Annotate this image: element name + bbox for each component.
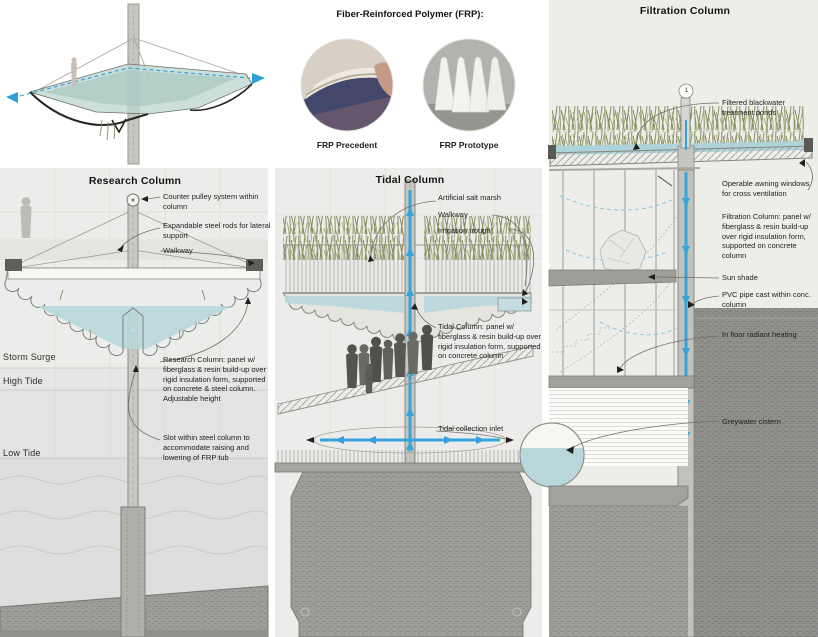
research-label-slot: Slot within steel column to accommodate … <box>163 433 250 462</box>
filtration-title: Filtration Column <box>639 5 731 17</box>
research-label-walkway: Walkway <box>163 246 193 255</box>
filtration-label-sun-shade: Sun shade <box>722 273 758 282</box>
frp-precedent-caption: FRP Precedent <box>316 140 378 150</box>
tidal-title: Tidal Column <box>375 174 445 186</box>
filtration-label-ponds: Filtered blackwater treatment ponds <box>722 98 785 117</box>
research-label-rods: Expandable steel rods for lateral suppor… <box>163 221 271 240</box>
research-label-pulley: Counter pulley system within column <box>163 192 259 211</box>
research-label-high-tide: High Tide <box>3 376 43 386</box>
research-title: Research Column <box>88 175 182 187</box>
tidal-label-column-desc: Tidal Column: panel w/ fiberglass & resi… <box>438 322 541 361</box>
filtration-label-windows: Operable awning windows for cross ventil… <box>722 179 810 198</box>
frp-prototype-caption: FRP Prototype <box>439 140 499 150</box>
research-label-column-desc: Research Column: panel w/ fiberglass & r… <box>163 355 266 403</box>
frp-precedent-photo <box>300 38 394 132</box>
filtration-label-column-desc: Filtration Column: panel w/ fiberglass &… <box>722 212 811 260</box>
filtration-marker-1: 1 <box>684 87 689 94</box>
tidal-label-walkway: Walkway <box>438 210 468 219</box>
filtration-label-radiant: In floor radiant heating <box>722 330 797 339</box>
research-label-storm-surge: Storm Surge <box>3 352 56 362</box>
research-label-low-tide: Low Tide <box>3 448 41 458</box>
filtration-label-pvc: PVC pipe cast within conc. column <box>722 290 811 309</box>
tidal-label-marsh: Artificial salt marsh <box>438 193 501 202</box>
tidal-drawing <box>274 168 543 637</box>
frp-prototype-photo <box>422 38 516 132</box>
frp-section-title: Fiber-Reinforced Polymer (FRP): <box>336 9 484 20</box>
tidal-label-trough: Irrigation trough <box>438 226 491 235</box>
research-drawing <box>0 168 269 637</box>
filtration-label-cistern: Greywater cistern <box>722 417 781 426</box>
tidal-label-inlet: Tidal collection inlet <box>438 424 504 433</box>
isometric-frp-tub <box>6 3 265 165</box>
filtration-drawing <box>519 0 818 637</box>
